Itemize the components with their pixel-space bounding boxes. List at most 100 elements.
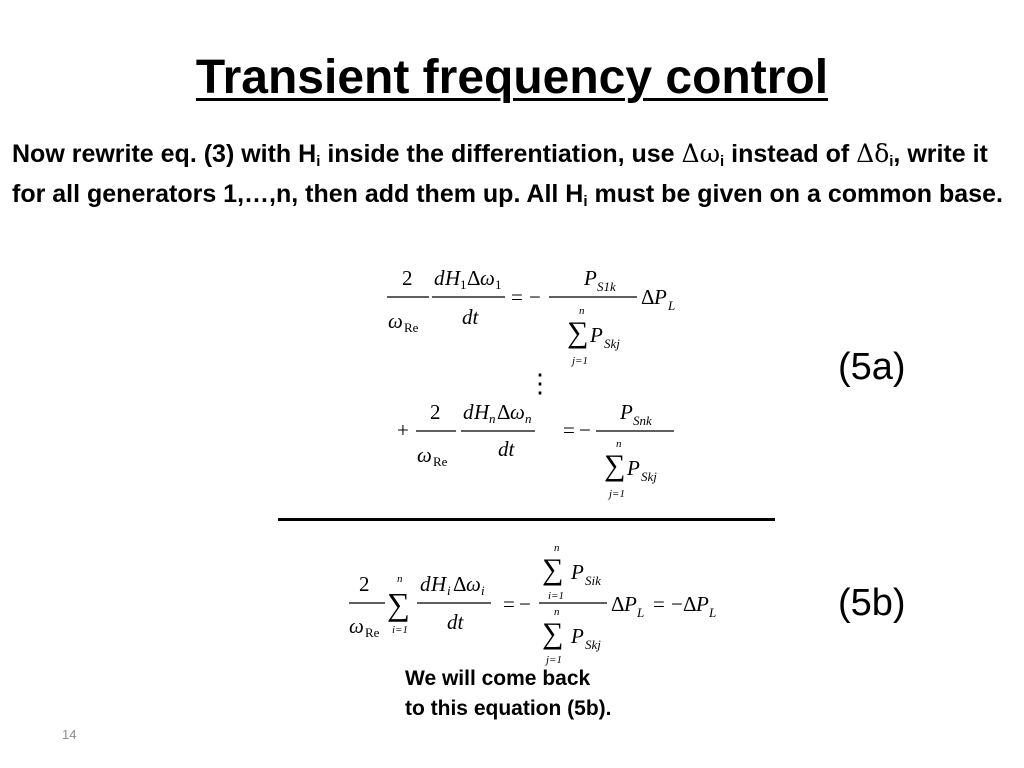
page-number: 14 xyxy=(62,727,77,742)
eq1-P-num: P xyxy=(583,266,597,290)
eq1-sigma: ∑ xyxy=(567,316,588,349)
eq1-H: H xyxy=(444,266,462,290)
eqs-sum3-upper: n xyxy=(554,606,560,618)
equation-label-5a: (5a) xyxy=(838,346,906,388)
eqn-omega-sub: n xyxy=(525,411,532,426)
equation-summed: 2 ω Re n ∑ i=1 d H i Δ ω i dt = − n ∑ i=… xyxy=(345,541,735,669)
eqs-delta: Δ xyxy=(453,572,467,596)
intro-sub-3: i xyxy=(889,153,894,170)
eqs-P-num: P xyxy=(570,560,584,584)
eqs-sum2-upper: n xyxy=(554,542,560,554)
eqn-omega: ω xyxy=(417,443,432,467)
delta-omega-symbol: Δω xyxy=(681,139,720,168)
eqs-equals-2: = xyxy=(653,592,665,616)
eq1-delta: Δ xyxy=(467,266,481,290)
eq1-delta-P: Δ xyxy=(641,285,655,309)
eqs-delta-P-1: Δ xyxy=(611,592,625,616)
eqn-sum-upper: n xyxy=(616,438,622,450)
eqs-equals-1: = xyxy=(503,592,515,616)
eqn-P-den: P xyxy=(626,456,640,480)
intro-sub-1: i xyxy=(316,153,321,170)
eqn-d: d xyxy=(463,400,474,424)
eqs-delta-P-2: Δ xyxy=(683,592,697,616)
eqs-L-1: L xyxy=(636,605,644,620)
equation-generator-1: 2 ω Re d H 1 Δ ω 1 dt = − P S1k n ∑ j=1 … xyxy=(383,262,693,374)
equation-generator-n: + 2 ω Re d H n Δ ω n dt = − P Snk n ∑ j=… xyxy=(393,393,683,505)
eqn-sigma: ∑ xyxy=(604,449,625,482)
eqn-delta: Δ xyxy=(497,400,511,424)
intro-sub-4: i xyxy=(583,193,588,210)
intro-sub-2: i xyxy=(720,153,725,170)
intro-text-3: instead of xyxy=(724,140,857,168)
eq1-sum-lower: j=1 xyxy=(570,355,588,367)
note-line-2: to this equation (5b). xyxy=(405,697,612,720)
vertical-ellipsis: ⋮ xyxy=(523,366,549,398)
intro-text-1: Now rewrite eq. (3) with H xyxy=(12,140,317,168)
eqs-sum1-lower: i=1 xyxy=(392,624,408,636)
eqs-sum1-upper: n xyxy=(397,573,403,585)
eqs-sigma-1: ∑ xyxy=(387,586,410,622)
eqs-H: H xyxy=(430,572,448,596)
eq1-omega: ω xyxy=(388,309,403,333)
eqs-P-L-1: P xyxy=(623,592,637,616)
note-line-1: We will come back xyxy=(405,667,591,690)
eqn-omega-num: ω xyxy=(510,400,525,424)
note-text: We will come back to this equation (5b). xyxy=(405,664,611,724)
eqs-minus-1: − xyxy=(519,592,531,616)
eq1-S1k: S1k xyxy=(597,279,616,294)
slide-title: Transient frequency control xyxy=(0,50,1024,105)
eqn-Skj: Skj xyxy=(641,469,657,484)
eqs-re: Re xyxy=(365,625,380,640)
eq1-omega-sub: 1 xyxy=(495,277,502,292)
eq1-L: L xyxy=(667,298,675,313)
vdots: ⋮ xyxy=(527,369,549,398)
eq1-Skj: Skj xyxy=(604,336,620,351)
eq1-P-L: P xyxy=(653,285,667,309)
eqs-P-L-2: P xyxy=(695,592,709,616)
eq1-d: d xyxy=(434,266,445,290)
eqs-two: 2 xyxy=(359,572,370,596)
eqn-plus: + xyxy=(397,418,409,442)
eqs-dt: dt xyxy=(447,610,465,634)
eqs-sigma-2: ∑ xyxy=(542,553,563,586)
eq1-minus: − xyxy=(529,285,541,309)
eqs-omega-num: ω xyxy=(466,572,481,596)
slide-title-text: Transient frequency control xyxy=(195,51,829,104)
eqs-omega-sub: i xyxy=(481,583,485,598)
eqs-sigma-3: ∑ xyxy=(542,617,563,650)
eqs-sum2-lower: i=1 xyxy=(548,590,564,602)
delta-delta-symbol: Δδ xyxy=(856,139,890,168)
eqs-P-den: P xyxy=(570,624,584,648)
eqn-H: H xyxy=(473,400,491,424)
eqn-sum-lower: j=1 xyxy=(607,488,625,500)
eqs-L-2: L xyxy=(708,605,716,620)
eq1-P-den: P xyxy=(589,323,603,347)
eq1-re: Re xyxy=(404,320,419,335)
intro-text-2: inside the differentiation, use xyxy=(320,140,682,168)
eqn-equals: = xyxy=(563,418,575,442)
eq1-omega-num: ω xyxy=(480,266,495,290)
eqs-omega: ω xyxy=(349,614,364,638)
eq1-sum-upper: n xyxy=(579,305,585,317)
eqn-minus: − xyxy=(579,418,591,442)
eq1-two: 2 xyxy=(402,266,413,290)
eqn-re: Re xyxy=(433,454,448,469)
eq1-equals: = xyxy=(511,285,523,309)
eqs-d: d xyxy=(420,572,431,596)
eqn-P-num: P xyxy=(619,400,633,424)
eqn-dt: dt xyxy=(498,437,516,461)
intro-paragraph: Now rewrite eq. (3) with Hi inside the d… xyxy=(12,134,1012,214)
eqn-H-sub: n xyxy=(489,411,496,426)
eqs-Skj: Skj xyxy=(585,637,601,652)
intro-text-4: , write it for all generators 1,…,n, the… xyxy=(12,140,988,208)
intro-text-5: must be given on a common base. xyxy=(587,180,1003,208)
equation-label-5b: (5b) xyxy=(838,582,906,624)
eqs-sum3-lower: j=1 xyxy=(544,654,562,666)
eqn-two: 2 xyxy=(430,400,441,424)
eqs-Sik: Sik xyxy=(585,573,601,588)
eq1-dt: dt xyxy=(462,305,480,329)
eqn-Snk: Snk xyxy=(633,413,652,428)
eqs-H-sub: i xyxy=(447,583,451,598)
eq1-H-sub: 1 xyxy=(460,277,467,292)
eqs-minus-2: − xyxy=(671,592,683,616)
